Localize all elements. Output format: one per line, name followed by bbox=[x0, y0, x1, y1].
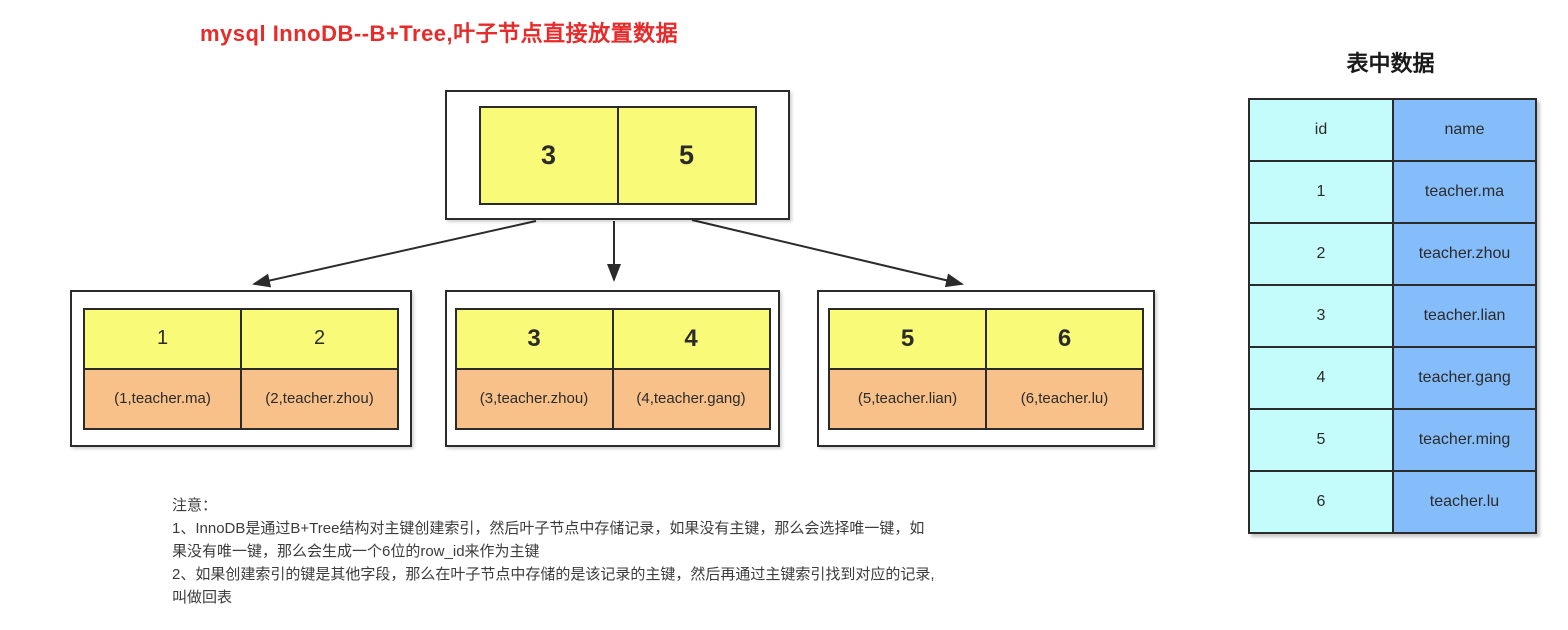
leaf1-cells: 1 2 (1,teacher.ma) (2,teacher.zhou) bbox=[83, 307, 399, 430]
leaf-record-cell: (2,teacher.zhou) bbox=[242, 369, 397, 428]
leaf2-cells: 3 4 (3,teacher.zhou) (4,teacher.gang) bbox=[454, 307, 771, 430]
btree-root-node: 3 5 bbox=[445, 90, 790, 220]
leaf-record-cell: (4,teacher.gang) bbox=[613, 369, 769, 428]
leaf-key-cell: 2 bbox=[242, 309, 397, 368]
table-cell-id: 4 bbox=[1250, 348, 1392, 408]
leaf-key-cell: 1 bbox=[85, 309, 240, 368]
edge-root-to-leaf1 bbox=[252, 220, 537, 288]
leaf-key-cell: 6 bbox=[987, 309, 1142, 368]
root-key-cells: 3 5 bbox=[478, 105, 757, 205]
table-header-name: name bbox=[1394, 100, 1535, 160]
table-cell-name: teacher.gang bbox=[1394, 348, 1535, 408]
notes-block: 注意： 1、InnoDB是通过B+Tree结构对主键创建索引，然后叶子节点中存储… bbox=[172, 494, 935, 609]
note-line: 果没有唯一键，那么会生成一个6位的row_id来作为主键 bbox=[172, 543, 540, 560]
note-line: 叫做回表 bbox=[172, 589, 233, 606]
table-cell-id: 5 bbox=[1250, 410, 1392, 470]
leaf-key-cell: 3 bbox=[456, 309, 612, 368]
table-cell-name: teacher.ming bbox=[1394, 410, 1535, 470]
leaf-key-cell: 5 bbox=[830, 309, 985, 368]
leaf-record-cell: (1,teacher.ma) bbox=[85, 369, 240, 428]
btree-leaf-node-3: 5 6 (5,teacher.lian) (6,teacher.lu) bbox=[817, 290, 1155, 447]
btree-leaf-node-1: 1 2 (1,teacher.ma) (2,teacher.zhou) bbox=[70, 290, 412, 447]
table-cell-name: teacher.ma bbox=[1394, 162, 1535, 222]
table-header-id: id bbox=[1250, 100, 1392, 160]
root-key-cell: 3 bbox=[480, 107, 617, 203]
data-table: id name 1 teacher.ma 2 teacher.zhou 3 te… bbox=[1248, 98, 1537, 534]
leaf-record-cell: (3,teacher.zhou) bbox=[456, 369, 612, 428]
leaf-key-cell: 4 bbox=[613, 309, 769, 368]
leaf-record-cell: (5,teacher.lian) bbox=[830, 369, 985, 428]
table-cell-name: teacher.zhou bbox=[1394, 224, 1535, 284]
table-cell-id: 6 bbox=[1250, 472, 1392, 532]
table-cell-id: 2 bbox=[1250, 224, 1392, 284]
diagram-title: mysql InnoDB--B+Tree,叶子节点直接放置数据 bbox=[200, 21, 679, 46]
root-key-cell: 5 bbox=[618, 107, 755, 203]
table-cell-id: 3 bbox=[1250, 286, 1392, 346]
note-line: 1、InnoDB是通过B+Tree结构对主键创建索引，然后叶子节点中存储记录，如… bbox=[172, 520, 925, 537]
table-cell-id: 1 bbox=[1250, 162, 1392, 222]
btree-leaf-node-2: 3 4 (3,teacher.zhou) (4,teacher.gang) bbox=[445, 290, 780, 447]
leaf-record-cell: (6,teacher.lu) bbox=[987, 369, 1142, 428]
edge-root-to-leaf3 bbox=[691, 219, 964, 288]
leaf3-cells: 5 6 (5,teacher.lian) (6,teacher.lu) bbox=[828, 307, 1144, 430]
data-table-title: 表中数据 bbox=[1346, 51, 1435, 76]
table-cell-name: teacher.lu bbox=[1394, 472, 1535, 532]
note-line: 2、如果创建索引的键是其他字段，那么在叶子节点中存储的是该记录的主键，然后再通过… bbox=[172, 566, 935, 583]
note-line: 注意： bbox=[172, 497, 218, 514]
table-cell-name: teacher.lian bbox=[1394, 286, 1535, 346]
